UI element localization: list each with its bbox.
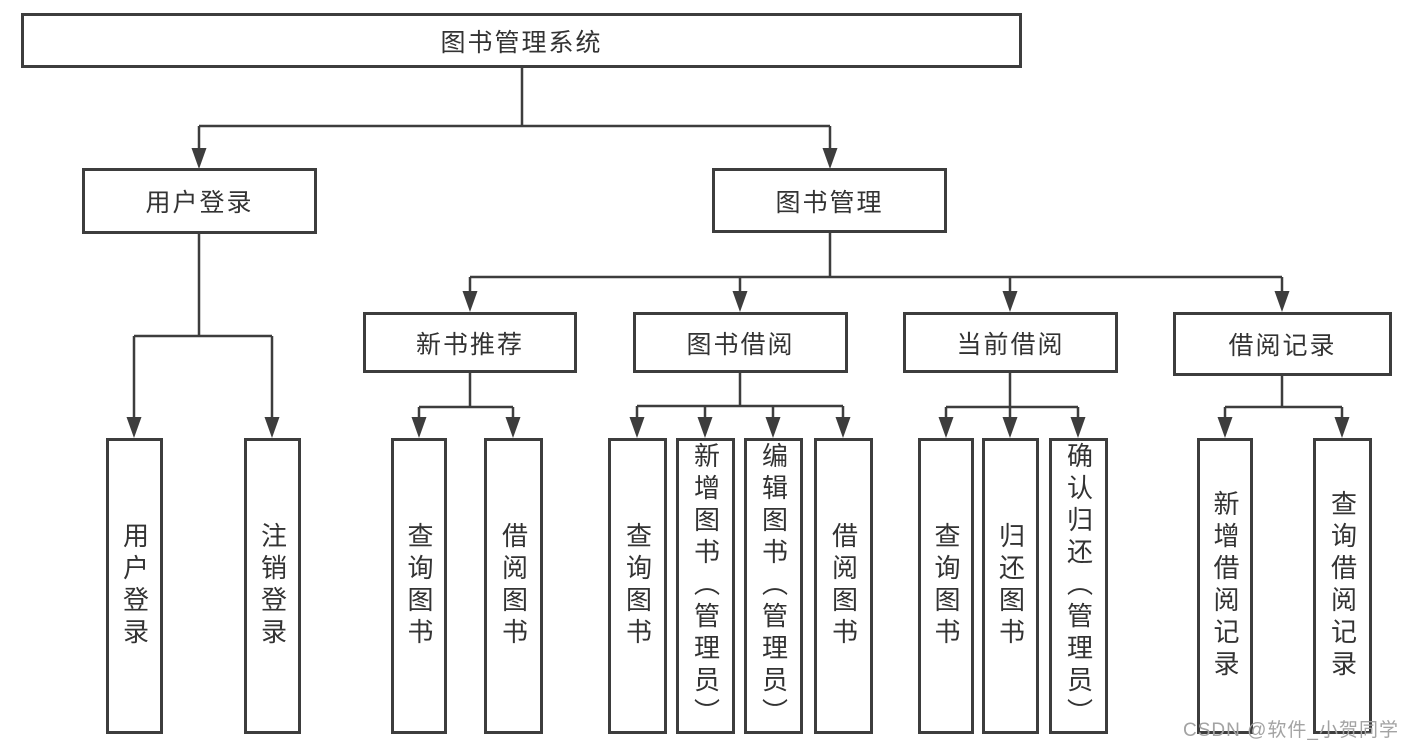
connector-currentborrow-to-leaves bbox=[944, 373, 1080, 418]
arrowheads bbox=[126, 148, 1350, 438]
leaf-user-login: 用户登录 bbox=[106, 438, 163, 734]
leaf-bb-edit-books-admin: 编辑图书（管理员） bbox=[744, 438, 803, 734]
leaf-rec-borrow-books: 借阅图书 bbox=[484, 438, 543, 734]
node-borrowing-records: 借阅记录 bbox=[1173, 312, 1392, 376]
leaf-bb-query-books: 查询图书 bbox=[608, 438, 667, 734]
leaf-bb-add-books-admin: 新增图书（管理员） bbox=[676, 438, 735, 734]
node-user-login: 用户登录 bbox=[82, 168, 317, 234]
leaf-logout: 注销登录 bbox=[244, 438, 301, 734]
leaf-cb-query-books: 查询图书 bbox=[918, 438, 974, 734]
connector-newbookrec-to-leaves bbox=[417, 373, 515, 418]
connector-bookborrow-to-leaves bbox=[635, 373, 845, 418]
leaf-bb-borrow-books: 借阅图书 bbox=[814, 438, 873, 734]
node-current-borrowing: 当前借阅 bbox=[903, 312, 1118, 373]
node-root-library-system: 图书管理系统 bbox=[21, 13, 1022, 68]
leaf-br-add-record: 新增借阅记录 bbox=[1197, 438, 1253, 734]
leaf-cb-confirm-return-admin: 确认归还（管理员） bbox=[1049, 438, 1108, 734]
leaf-rec-query-books: 查询图书 bbox=[391, 438, 447, 734]
node-book-borrowing: 图书借阅 bbox=[633, 312, 848, 373]
node-book-management: 图书管理 bbox=[712, 168, 947, 233]
connector-userlogin-to-leaves bbox=[132, 234, 274, 418]
csdn-watermark: CSDN @软件_小贺同学 bbox=[1183, 720, 1399, 741]
connector-borrowrecords-to-leaves bbox=[1223, 376, 1344, 418]
connector-bookmgmt-to-level2 bbox=[468, 233, 1284, 293]
leaf-cb-return-books: 归还图书 bbox=[982, 438, 1039, 734]
connector-root-to-level1 bbox=[197, 68, 832, 150]
node-new-book-recommendation: 新书推荐 bbox=[363, 312, 577, 373]
leaf-br-query-record: 查询借阅记录 bbox=[1313, 438, 1372, 734]
